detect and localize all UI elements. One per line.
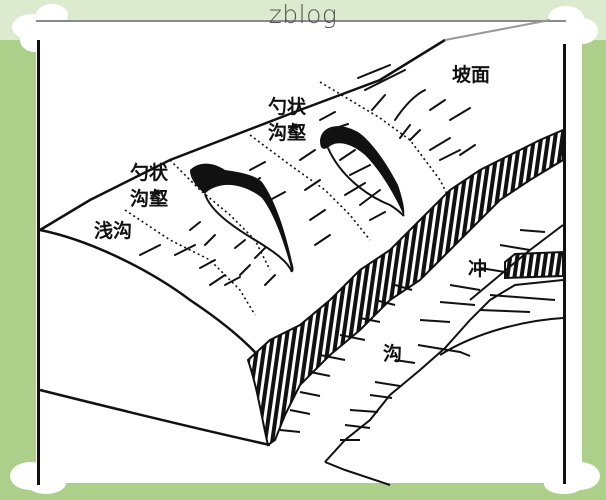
label-scoop-gully-upper-2: 沟壑: [268, 122, 307, 144]
scoop-scarp-lower: [190, 163, 294, 272]
slope-lower-edge: [39, 228, 263, 361]
scoop-scarp-upper: [320, 126, 405, 216]
slope-top-edge: [39, 38, 446, 232]
frame-border-top: [36, 20, 566, 22]
label-erosion-gully-1: 冲: [468, 258, 488, 280]
frame-border-right: [563, 44, 566, 484]
diagram-frame: [36, 20, 582, 483]
label-scoop-gully-lower-1: 勺状: [130, 162, 169, 184]
label-shallow-gully: 浅沟: [94, 220, 133, 242]
site-title: zblog: [268, 0, 338, 29]
slope-dashes: [139, 64, 476, 286]
hachure-marks: [279, 229, 556, 441]
tributary-wall-hatched: [504, 250, 564, 280]
label-slope-surface: 坡面: [452, 64, 491, 86]
label-scoop-gully-upper-1: 勺状: [268, 96, 307, 118]
dotted-gully-axes: [124, 81, 451, 316]
frame-border-left: [37, 40, 40, 485]
label-scoop-gully-lower-2: 沟壑: [130, 188, 169, 210]
label-erosion-gully-2: 沟: [383, 343, 403, 365]
